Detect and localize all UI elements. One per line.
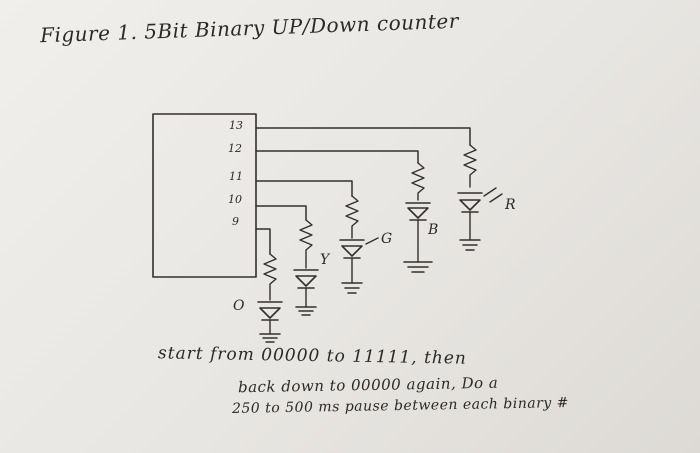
- resistor-o: [263, 253, 277, 301]
- led-label-g: G: [381, 231, 393, 247]
- ground-b: [403, 261, 433, 273]
- led-g: [339, 237, 379, 284]
- pin-label-10: 10: [228, 193, 242, 206]
- pin-label-9: 9: [232, 215, 239, 228]
- led-label-o: O: [233, 298, 245, 314]
- led-r: [457, 187, 503, 241]
- pin-label-13: 13: [229, 119, 243, 132]
- resistor-b: [411, 162, 425, 201]
- wire-pin-9: [255, 228, 271, 255]
- wire-pin-10: [255, 205, 307, 221]
- resistor-y: [299, 219, 313, 269]
- resistor-r: [463, 144, 477, 188]
- led-b: [405, 202, 431, 263]
- wire-pin-13: [255, 127, 471, 146]
- ground-o: [259, 333, 281, 343]
- wire-pin-11: [255, 180, 353, 197]
- wire-pin-12: [255, 150, 419, 164]
- ground-r: [459, 239, 481, 251]
- ground-y: [295, 306, 317, 316]
- pin-label-11: 11: [229, 170, 243, 183]
- resistor-g: [345, 195, 359, 239]
- led-label-b: B: [428, 222, 439, 238]
- ground-g: [341, 282, 363, 294]
- led-label-y: Y: [320, 252, 330, 268]
- led-y: [293, 269, 319, 308]
- led-label-r: R: [505, 197, 516, 213]
- led-o: [257, 301, 283, 335]
- microcontroller-board: [152, 113, 257, 278]
- pin-label-12: 12: [228, 142, 242, 155]
